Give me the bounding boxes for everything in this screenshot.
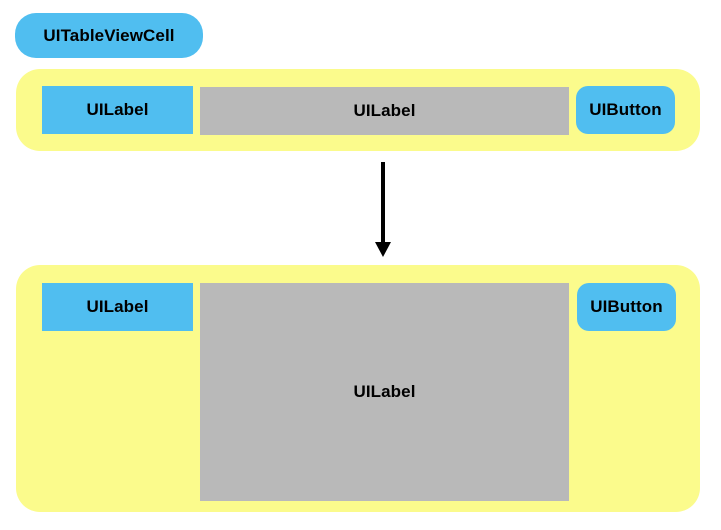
collapsed-cell: UILabel UILabel UIButton (16, 69, 700, 151)
expanded-center-uilabel: UILabel (200, 283, 569, 501)
expanded-uibutton: UIButton (577, 283, 676, 331)
arrow-head (375, 242, 391, 257)
collapsed-left-uilabel: UILabel (42, 86, 193, 134)
collapsed-center-uilabel: UILabel (200, 87, 569, 135)
arrow-shaft (381, 162, 385, 243)
collapsed-uibutton: UIButton (576, 86, 675, 134)
expanded-cell: UILabel UILabel UIButton (16, 265, 700, 512)
expanded-left-uilabel: UILabel (42, 283, 193, 331)
uitableviewcell-badge: UITableViewCell (15, 13, 203, 58)
down-arrow-icon (375, 162, 392, 257)
